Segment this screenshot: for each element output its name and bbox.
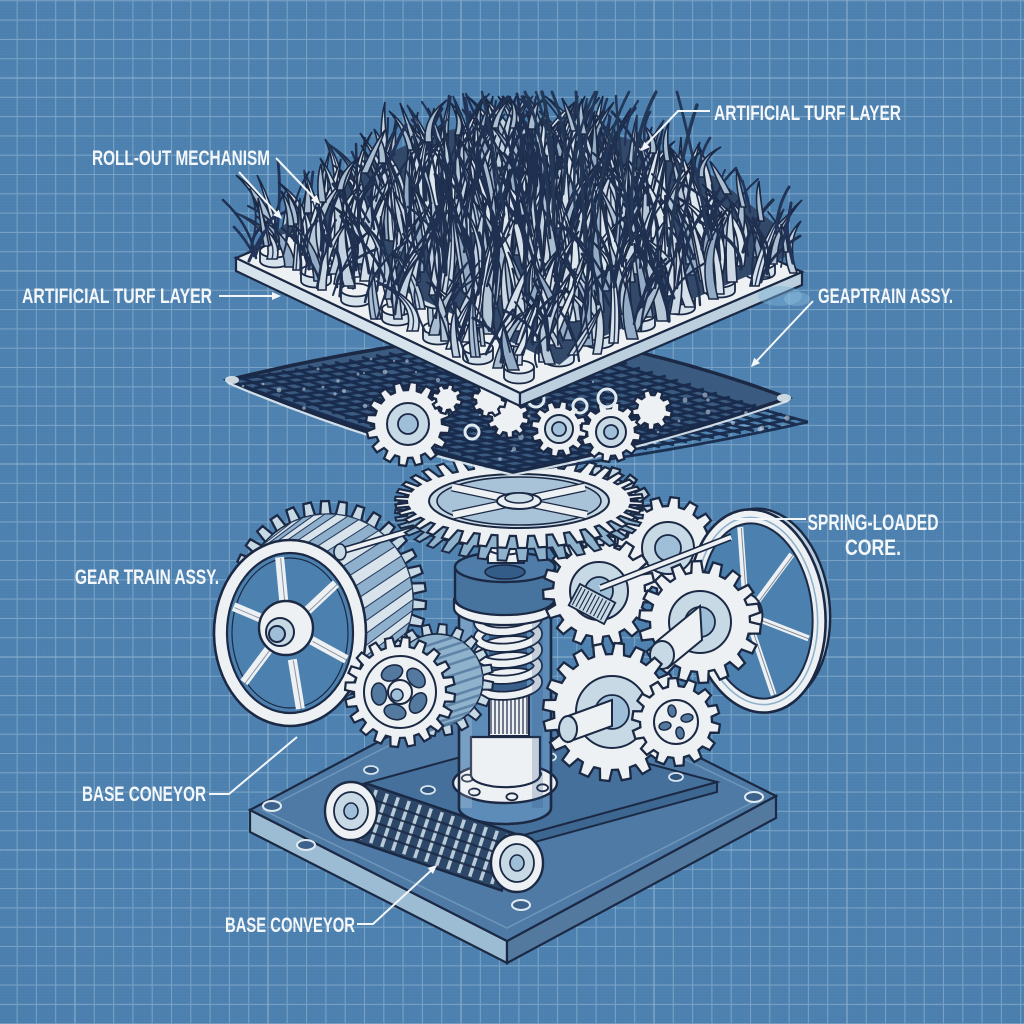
svg-text:SPRING-LOADED: SPRING-LOADED: [808, 510, 939, 535]
svg-text:ARTIFICIAL TURF LAYER: ARTIFICIAL TURF LAYER: [22, 285, 212, 308]
svg-text:BASE CONEYOR: BASE CONEYOR: [82, 783, 206, 806]
svg-text:ROLL-OUT MECHANISM: ROLL-OUT MECHANISM: [92, 147, 270, 170]
svg-text:ARTIFICIAL TURF LAYER: ARTIFICIAL TURF LAYER: [714, 102, 901, 125]
svg-text:CORE.: CORE.: [845, 535, 901, 560]
svg-text:GEAPTRAIN ASSY.: GEAPTRAIN ASSY.: [818, 285, 953, 308]
svg-text:BASE CONVEYOR: BASE CONVEYOR: [225, 914, 355, 937]
svg-text:GEAR TRAIN ASSY.: GEAR TRAIN ASSY.: [75, 566, 219, 589]
